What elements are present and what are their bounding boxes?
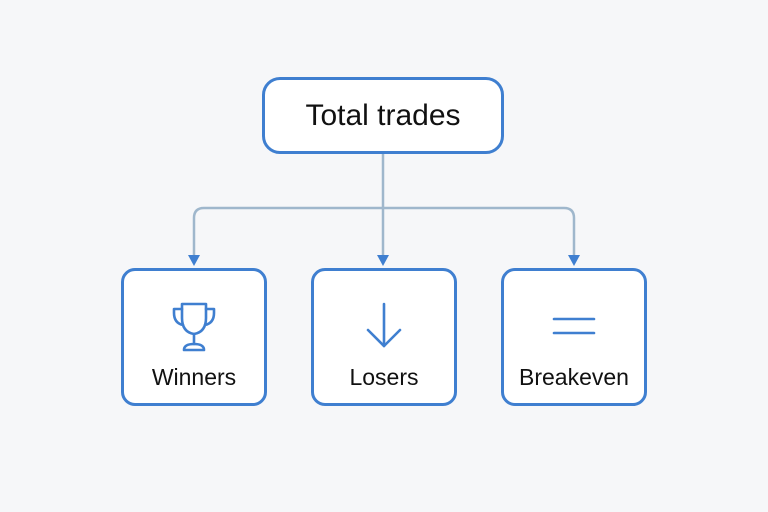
child-node-winners: Winners <box>121 268 267 406</box>
child-node-label: Winners <box>151 363 237 390</box>
child-node-breakeven: Breakeven <box>501 268 647 406</box>
arrowhead-breakeven <box>568 255 580 266</box>
arrow-down-icon <box>362 298 406 354</box>
child-node-losers: Losers <box>311 268 457 406</box>
root-node-label: Total trades <box>305 98 461 132</box>
arrowhead-winners <box>188 255 200 266</box>
child-node-label: Losers <box>349 363 419 390</box>
connector-right <box>381 206 576 260</box>
child-node-label: Breakeven <box>519 363 629 390</box>
root-node-total-trades: Total trades <box>262 77 504 154</box>
connector-left <box>192 206 385 260</box>
equals-icon <box>550 298 598 354</box>
arrowhead-losers <box>377 255 389 266</box>
trophy-icon <box>168 298 220 354</box>
